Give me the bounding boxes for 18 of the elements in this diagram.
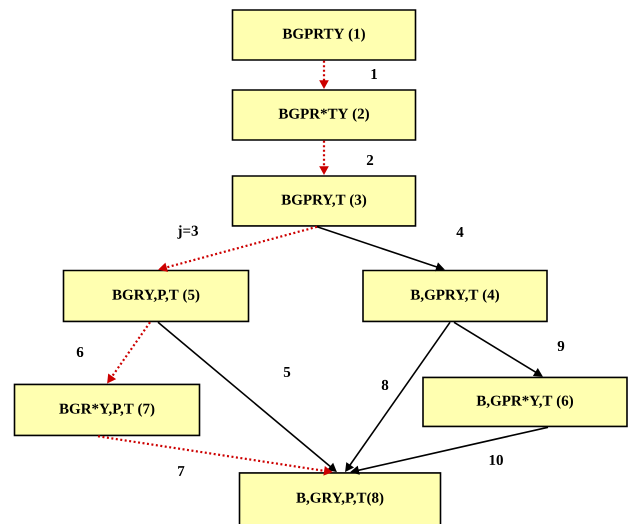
process-box: BGRY,P,T (5) bbox=[62, 270, 250, 322]
process-box: BGR*Y,P,T (7) bbox=[14, 384, 200, 436]
edge-label: 4 bbox=[455, 226, 465, 238]
process-box: B,GRY,P,T(8) bbox=[238, 472, 442, 524]
edge-label: 6 bbox=[75, 346, 85, 358]
edge-label: 7 bbox=[176, 465, 186, 477]
edge-label: 8 bbox=[380, 378, 390, 392]
edge-label: j=3 bbox=[176, 224, 200, 240]
process-box: B,GPR*Y,T (6) bbox=[422, 376, 628, 428]
edge-label: 10 bbox=[488, 454, 504, 466]
process-box: BGPRY,T (3) bbox=[232, 175, 416, 227]
edge-label: 5 bbox=[282, 366, 292, 378]
process-box: B,GPRY,T (4) bbox=[362, 270, 548, 322]
process-box: BGPRTY (1) bbox=[232, 9, 416, 61]
edge-label: 1 bbox=[369, 68, 379, 80]
edge-label: 2 bbox=[365, 154, 375, 166]
process-box: BGPR*TY (2) bbox=[232, 89, 416, 141]
edge-label: 9 bbox=[556, 340, 566, 352]
